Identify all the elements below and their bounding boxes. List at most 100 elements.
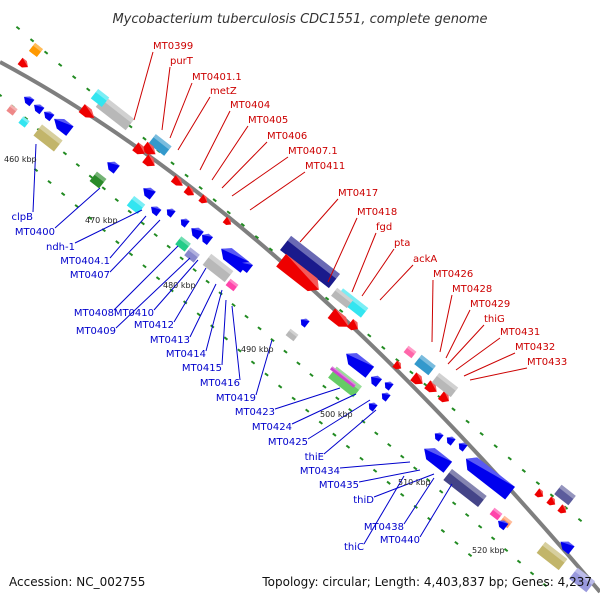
tick-dot [47, 180, 52, 185]
leader-line [463, 352, 516, 377]
tick-dot [179, 256, 184, 261]
reverse-gene-label: thiE [305, 452, 324, 463]
gene-box [28, 42, 44, 58]
tick-dot [322, 384, 327, 389]
tick-dot [490, 536, 496, 541]
forward-gene-labels: MT0399purTMT0401.1metZMT0404MT0405MT0406… [153, 41, 567, 368]
gene-arrow [143, 187, 156, 200]
forward-gene-label: MT0405 [248, 115, 288, 126]
leader-line [323, 409, 377, 455]
gene-arrow [560, 541, 575, 555]
reverse-gene-label: ndh-1 [46, 242, 75, 253]
leader-line [291, 393, 357, 425]
tick-dot [268, 247, 274, 252]
forward-gene-label: MT0426 [433, 269, 473, 280]
tick-dot [184, 173, 189, 178]
gene-box [331, 287, 353, 309]
tick-dot [43, 50, 49, 55]
tick-dot [395, 358, 400, 363]
reverse-gene-label: MT0414 [166, 349, 206, 360]
tick-dot [361, 419, 366, 424]
gene-arrow [24, 96, 35, 107]
reverse-gene-label: MT0438 [364, 522, 404, 533]
gene-box [554, 484, 576, 506]
tick-dot [381, 345, 386, 350]
accession-text: Accession: NC_002755 [9, 575, 145, 589]
tick-dot [426, 477, 431, 483]
tick-dot [409, 370, 414, 375]
gene-arrow [183, 185, 194, 196]
tick-dot [503, 547, 509, 553]
forward-gene-label: MT0411 [305, 161, 345, 172]
reverse-gene-label: MT0435 [319, 480, 359, 491]
tick-dot [291, 396, 296, 401]
leader-line [447, 324, 485, 365]
tick-dot [153, 232, 158, 238]
forward-gene-label: pta [394, 238, 410, 249]
forward-gene-label: MT0417 [338, 188, 378, 199]
tick-dot [72, 75, 77, 80]
gene-arrow [434, 432, 444, 442]
gene-arrow [465, 457, 515, 500]
reverse-gene-label: MT0412 [134, 320, 174, 331]
tick-dot [338, 308, 344, 313]
tick-dot [359, 456, 364, 461]
tick-dot [305, 408, 310, 413]
tick-dot [62, 151, 68, 156]
reverse-gene-label: MT0423 [235, 407, 275, 418]
tick-dot [521, 468, 526, 473]
genome-summary: Topology: circular; Length: 4,403,837 bp… [261, 575, 592, 589]
leader-line [469, 367, 528, 381]
gene-arrow [166, 208, 176, 218]
gene-arrow [327, 308, 349, 327]
tick-dot [438, 489, 444, 494]
reverse-gene-label: MT0400 [15, 227, 55, 238]
tick-dot [283, 349, 288, 354]
tick-dot [114, 197, 119, 203]
gene-arrow [546, 496, 556, 506]
leader-line [373, 473, 435, 498]
tick-dot [88, 216, 93, 221]
leader-line [231, 156, 289, 197]
gene-box [431, 372, 459, 398]
reverse-gene-label: clpB [12, 212, 34, 223]
gene-arrow [381, 392, 391, 402]
forward-gene-label: MT0429 [470, 299, 510, 310]
leader-line [115, 257, 191, 329]
leader-line [351, 232, 377, 293]
tick-dot [372, 468, 378, 473]
tick-dot [223, 336, 229, 341]
tick-dot [75, 162, 81, 168]
tick-dot [529, 571, 535, 576]
reverse-gene-label: MT0424 [252, 422, 292, 433]
tick-dot [493, 444, 498, 449]
leader-line [403, 477, 435, 525]
leader-line [361, 248, 395, 297]
tick-dot [386, 480, 391, 485]
reverse-gene-labels: clpBMT0400ndh-1MT0404.1MT0407MT0408MT040… [12, 212, 420, 553]
leader-line [358, 469, 421, 483]
tick-dot [127, 209, 132, 214]
tick-dot [277, 384, 283, 389]
gene-box [225, 278, 239, 292]
gene-box [184, 247, 200, 263]
gene-arrow [346, 318, 358, 331]
tick-dot [57, 62, 63, 67]
gene-box [536, 541, 568, 571]
tick-dot [477, 524, 483, 529]
tick-dot [507, 456, 512, 461]
tick-dot [413, 466, 418, 471]
leader-line [169, 82, 193, 139]
gene-arrow [191, 227, 204, 240]
gene-box [18, 116, 30, 128]
forward-gene-label: MT0432 [515, 342, 555, 353]
tick-dot [231, 302, 236, 308]
gene-arrow [17, 57, 28, 68]
leader-line [249, 171, 306, 211]
tick-dot [128, 252, 134, 257]
gene-box [569, 567, 595, 593]
leader-line [133, 51, 154, 121]
tick-dot [467, 552, 473, 558]
gene-box [285, 328, 299, 342]
